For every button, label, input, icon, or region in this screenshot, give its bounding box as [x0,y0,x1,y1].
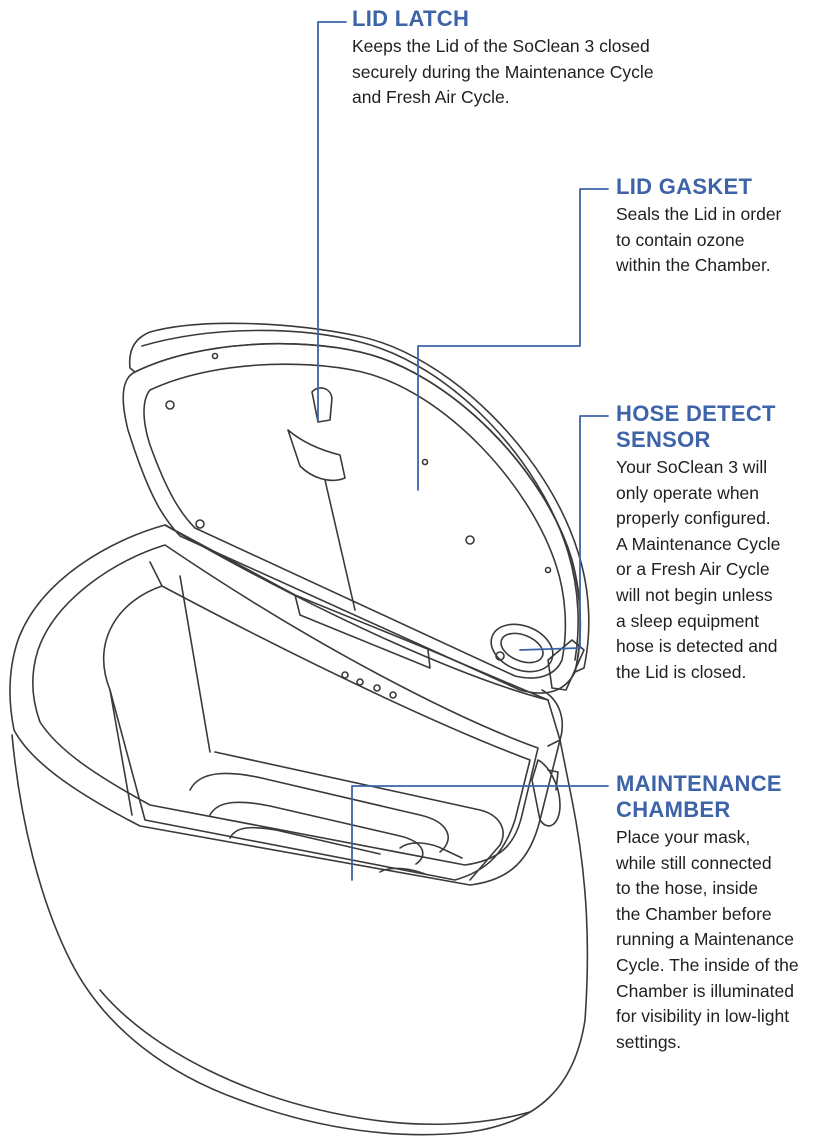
chamber-rib [229,826,381,855]
chamber-rib [399,842,463,859]
leader-line-maintenance-chamber [351,785,609,881]
base-back-band [164,524,549,701]
callout-title-hose-detect-sensor: HOSE DETECT SENSOR [616,401,776,452]
callout-body-maintenance-chamber: Place your mask, while still connected t… [616,827,799,1052]
lid-seam [324,479,356,611]
lid-gasket-ring [143,363,567,679]
callout-title-lid-gasket: LID GASKET [616,174,753,199]
base-body-outline [11,734,589,1136]
leader-line-lid-latch [317,21,347,421]
lid-outer-rim [128,322,590,673]
callout-body-hose-detect-sensor: Your SoClean 3 will only operate when pr… [616,457,781,682]
leader-line-hose-detect-sensor [519,415,609,651]
lid-hole [544,566,552,574]
base-top-rim [9,524,561,886]
indicator-light [341,671,349,679]
callout-lid-latch: LID LATCH Keeps the Lid of the SoClean 3… [352,6,772,111]
chamber-rib [209,801,424,865]
chamber-floor [214,751,504,881]
lid-hole [465,535,475,545]
leader-lines [317,21,609,881]
lid-latch-tab [311,387,333,423]
lid-hole [421,458,429,466]
lid-latch-pocket [287,429,346,482]
callout-title-lid-latch: LID LATCH [352,6,470,31]
callout-lid-gasket: LID GASKET Seals the Lid in order to con… [616,174,838,279]
base-rim-inner [32,544,539,866]
callout-hose-detect-sensor: HOSE DETECT SENSOR Your SoClean 3 will o… [616,401,838,685]
callout-maintenance-chamber: MAINTENANCE CHAMBER Place your mask, whi… [616,771,838,1055]
chamber-rib [189,772,449,853]
callout-body-lid-latch: Keeps the Lid of the SoClean 3 closed se… [352,36,654,108]
lid-hole [165,400,175,410]
indicator-light [373,684,381,692]
chamber-opening [102,585,531,881]
lid-hole [195,519,205,529]
leader-line-lid-gasket [417,188,609,491]
indicator-light [389,691,397,699]
lid-rim-inner-line [141,329,579,661]
chamber-rib [379,867,426,875]
callout-title-maintenance-chamber: MAINTENANCE CHAMBER [616,771,782,822]
lid-hole [211,352,219,360]
chamber-wall-back [109,561,211,816]
hose-detect-sensor-part [490,623,554,673]
indicator-light [356,678,364,686]
base-bottom-edge [99,989,531,1126]
base [9,524,589,1136]
callout-body-lid-gasket: Seals the Lid in order to contain ozone … [616,204,782,276]
